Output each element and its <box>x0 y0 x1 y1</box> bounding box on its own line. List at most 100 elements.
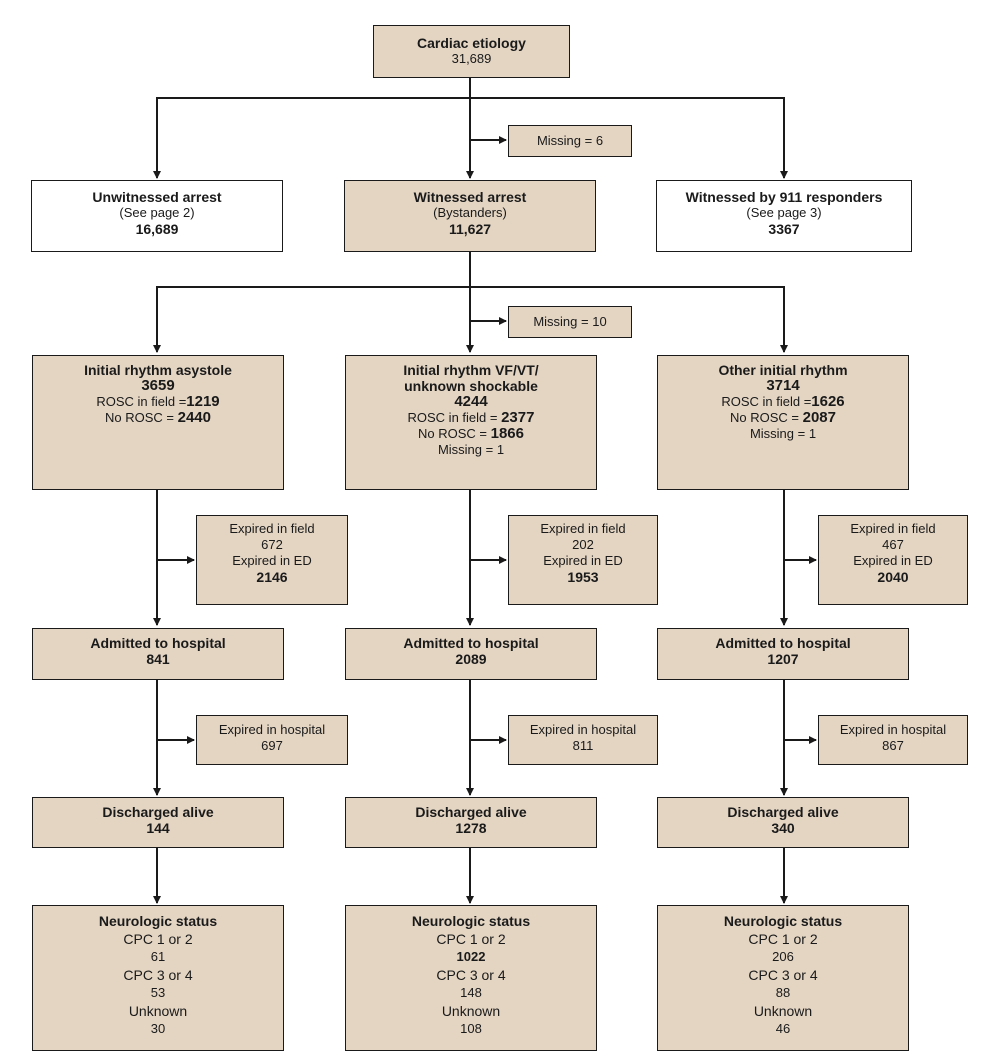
admitted-title: Admitted to hospital <box>90 635 226 651</box>
rosc-value: 1219 <box>186 393 220 410</box>
expired-hospital-box: Expired in hospital 811 <box>508 715 658 765</box>
neurologic-status-box: Neurologic status CPC 1 or 2 206 CPC 3 o… <box>657 905 909 1051</box>
admitted-count: 1207 <box>767 651 799 667</box>
neurologic-status-box: Neurologic status CPC 1 or 2 61 CPC 3 or… <box>32 905 284 1051</box>
rosc-value: 1626 <box>811 393 845 410</box>
discharged-count: 144 <box>146 820 170 836</box>
cpc34-label: CPC 3 or 4 <box>748 967 818 983</box>
expired-hospital-value: 811 <box>572 738 594 753</box>
rhythm-title-line: unknown shockable <box>404 378 538 394</box>
expired-field-label: Expired in field <box>229 521 315 536</box>
rhythm-title-line: Other initial rhythm <box>718 362 848 378</box>
witnessed-911-box: Witnessed by 911 responders (See page 3)… <box>656 180 912 252</box>
rhythm-title-line: Initial rhythm VF/VT/ <box>403 362 539 378</box>
expired-hospital-box: Expired in hospital 867 <box>818 715 968 765</box>
cpc12-label: CPC 1 or 2 <box>748 931 818 947</box>
discharged-box: Discharged alive 1278 <box>345 797 597 848</box>
unknown-label: Unknown <box>753 1003 813 1019</box>
cpc12-value: 206 <box>772 949 794 964</box>
unknown-value: 108 <box>460 1021 482 1036</box>
discharged-count: 340 <box>771 820 795 836</box>
norosc-value: 2440 <box>177 409 211 426</box>
root-count: 31,689 <box>451 51 492 66</box>
discharged-box: Discharged alive 144 <box>32 797 284 848</box>
admitted-count: 841 <box>146 651 170 667</box>
unwitnessed-title: Unwitnessed arrest <box>92 189 222 205</box>
witnessed-911-note: (See page 3) <box>746 205 822 220</box>
admitted-title: Admitted to hospital <box>715 635 851 651</box>
cpc12-value: 1022 <box>456 949 486 964</box>
admitted-box: Admitted to hospital 2089 <box>345 628 597 680</box>
unwitnessed-box: Unwitnessed arrest (See page 2) 16,689 <box>31 180 283 252</box>
witnessed-box: Witnessed arrest (Bystanders) 11,627 <box>344 180 596 252</box>
neuro-title: Neurologic status <box>98 913 218 929</box>
rhythm-count: 4244 <box>454 393 488 410</box>
rhythm-title-line: Initial rhythm asystole <box>84 362 232 378</box>
discharged-box: Discharged alive 340 <box>657 797 909 848</box>
norosc-label: No ROSC = <box>418 426 487 441</box>
rhythm-missing: Missing = 1 <box>437 442 505 457</box>
expired-ed-box: Expired in field 467 Expired in ED 2040 <box>818 515 968 605</box>
discharged-title: Discharged alive <box>415 804 527 820</box>
cpc34-value: 53 <box>150 985 166 1000</box>
unwitnessed-note: (See page 2) <box>119 205 195 220</box>
norosc-value: 1866 <box>490 425 524 442</box>
neuro-title: Neurologic status <box>411 913 531 929</box>
expired-ed-label: Expired in ED <box>232 553 312 568</box>
expired-hospital-label: Expired in hospital <box>839 722 947 737</box>
expired-field-value: 202 <box>572 537 594 552</box>
expired-ed-value: 2040 <box>877 569 909 585</box>
rosc-value: 2377 <box>501 409 535 426</box>
unknown-label: Unknown <box>128 1003 188 1019</box>
cardiac-etiology-box: Cardiac etiology 31,689 <box>373 25 570 78</box>
expired-ed-value: 2146 <box>256 569 288 585</box>
norosc-label: No ROSC = <box>730 410 799 425</box>
expired-field-label: Expired in field <box>540 521 626 536</box>
rosc-label: ROSC in field = <box>721 394 812 409</box>
rhythm-count: 3659 <box>141 377 175 394</box>
expired-field-value: 672 <box>261 537 283 552</box>
witnessed-911-count: 3367 <box>768 221 800 237</box>
root-title: Cardiac etiology <box>417 35 526 51</box>
expired-field-label: Expired in field <box>850 521 936 536</box>
missing-top-label: Missing = 6 <box>536 133 604 148</box>
admitted-title: Admitted to hospital <box>403 635 539 651</box>
rhythm-count: 3714 <box>766 377 800 394</box>
witnessed-911-title: Witnessed by 911 responders <box>685 189 883 205</box>
cpc34-value: 148 <box>460 985 482 1000</box>
norosc-label: No ROSC = <box>105 410 174 425</box>
expired-ed-label: Expired in ED <box>543 553 623 568</box>
rosc-label: ROSC in field = <box>96 394 187 409</box>
admitted-box: Admitted to hospital 1207 <box>657 628 909 680</box>
expired-ed-box: Expired in field 202 Expired in ED 1953 <box>508 515 658 605</box>
witnessed-note: (Bystanders) <box>433 205 507 220</box>
norosc-value: 2087 <box>802 409 836 426</box>
expired-hospital-label: Expired in hospital <box>218 722 326 737</box>
witnessed-title: Witnessed arrest <box>413 189 527 205</box>
neurologic-status-box: Neurologic status CPC 1 or 2 1022 CPC 3 … <box>345 905 597 1051</box>
rhythm-vf-vt-box: Initial rhythm VF/VT/ unknown shockable … <box>345 355 597 490</box>
unknown-value: 46 <box>775 1021 791 1036</box>
discharged-title: Discharged alive <box>102 804 214 820</box>
cpc12-label: CPC 1 or 2 <box>436 931 506 947</box>
expired-ed-box: Expired in field 672 Expired in ED 2146 <box>196 515 348 605</box>
unknown-value: 30 <box>150 1021 166 1036</box>
cpc34-value: 88 <box>775 985 791 1000</box>
discharged-count: 1278 <box>455 820 487 836</box>
admitted-count: 2089 <box>455 651 487 667</box>
rhythm-missing: Missing = 1 <box>749 426 817 441</box>
expired-hospital-value: 697 <box>261 738 283 753</box>
rhythm-other-box: Other initial rhythm 3714 ROSC in field … <box>657 355 909 490</box>
missing-mid-box: Missing = 10 <box>508 306 632 338</box>
unwitnessed-count: 16,689 <box>135 221 179 237</box>
missing-mid-label: Missing = 10 <box>533 314 607 329</box>
neuro-title: Neurologic status <box>723 913 843 929</box>
cpc12-label: CPC 1 or 2 <box>123 931 193 947</box>
expired-hospital-box: Expired in hospital 697 <box>196 715 348 765</box>
unknown-label: Unknown <box>441 1003 501 1019</box>
cpc34-label: CPC 3 or 4 <box>123 967 193 983</box>
cpc34-label: CPC 3 or 4 <box>436 967 506 983</box>
missing-top-box: Missing = 6 <box>508 125 632 157</box>
witnessed-count: 11,627 <box>448 221 492 237</box>
